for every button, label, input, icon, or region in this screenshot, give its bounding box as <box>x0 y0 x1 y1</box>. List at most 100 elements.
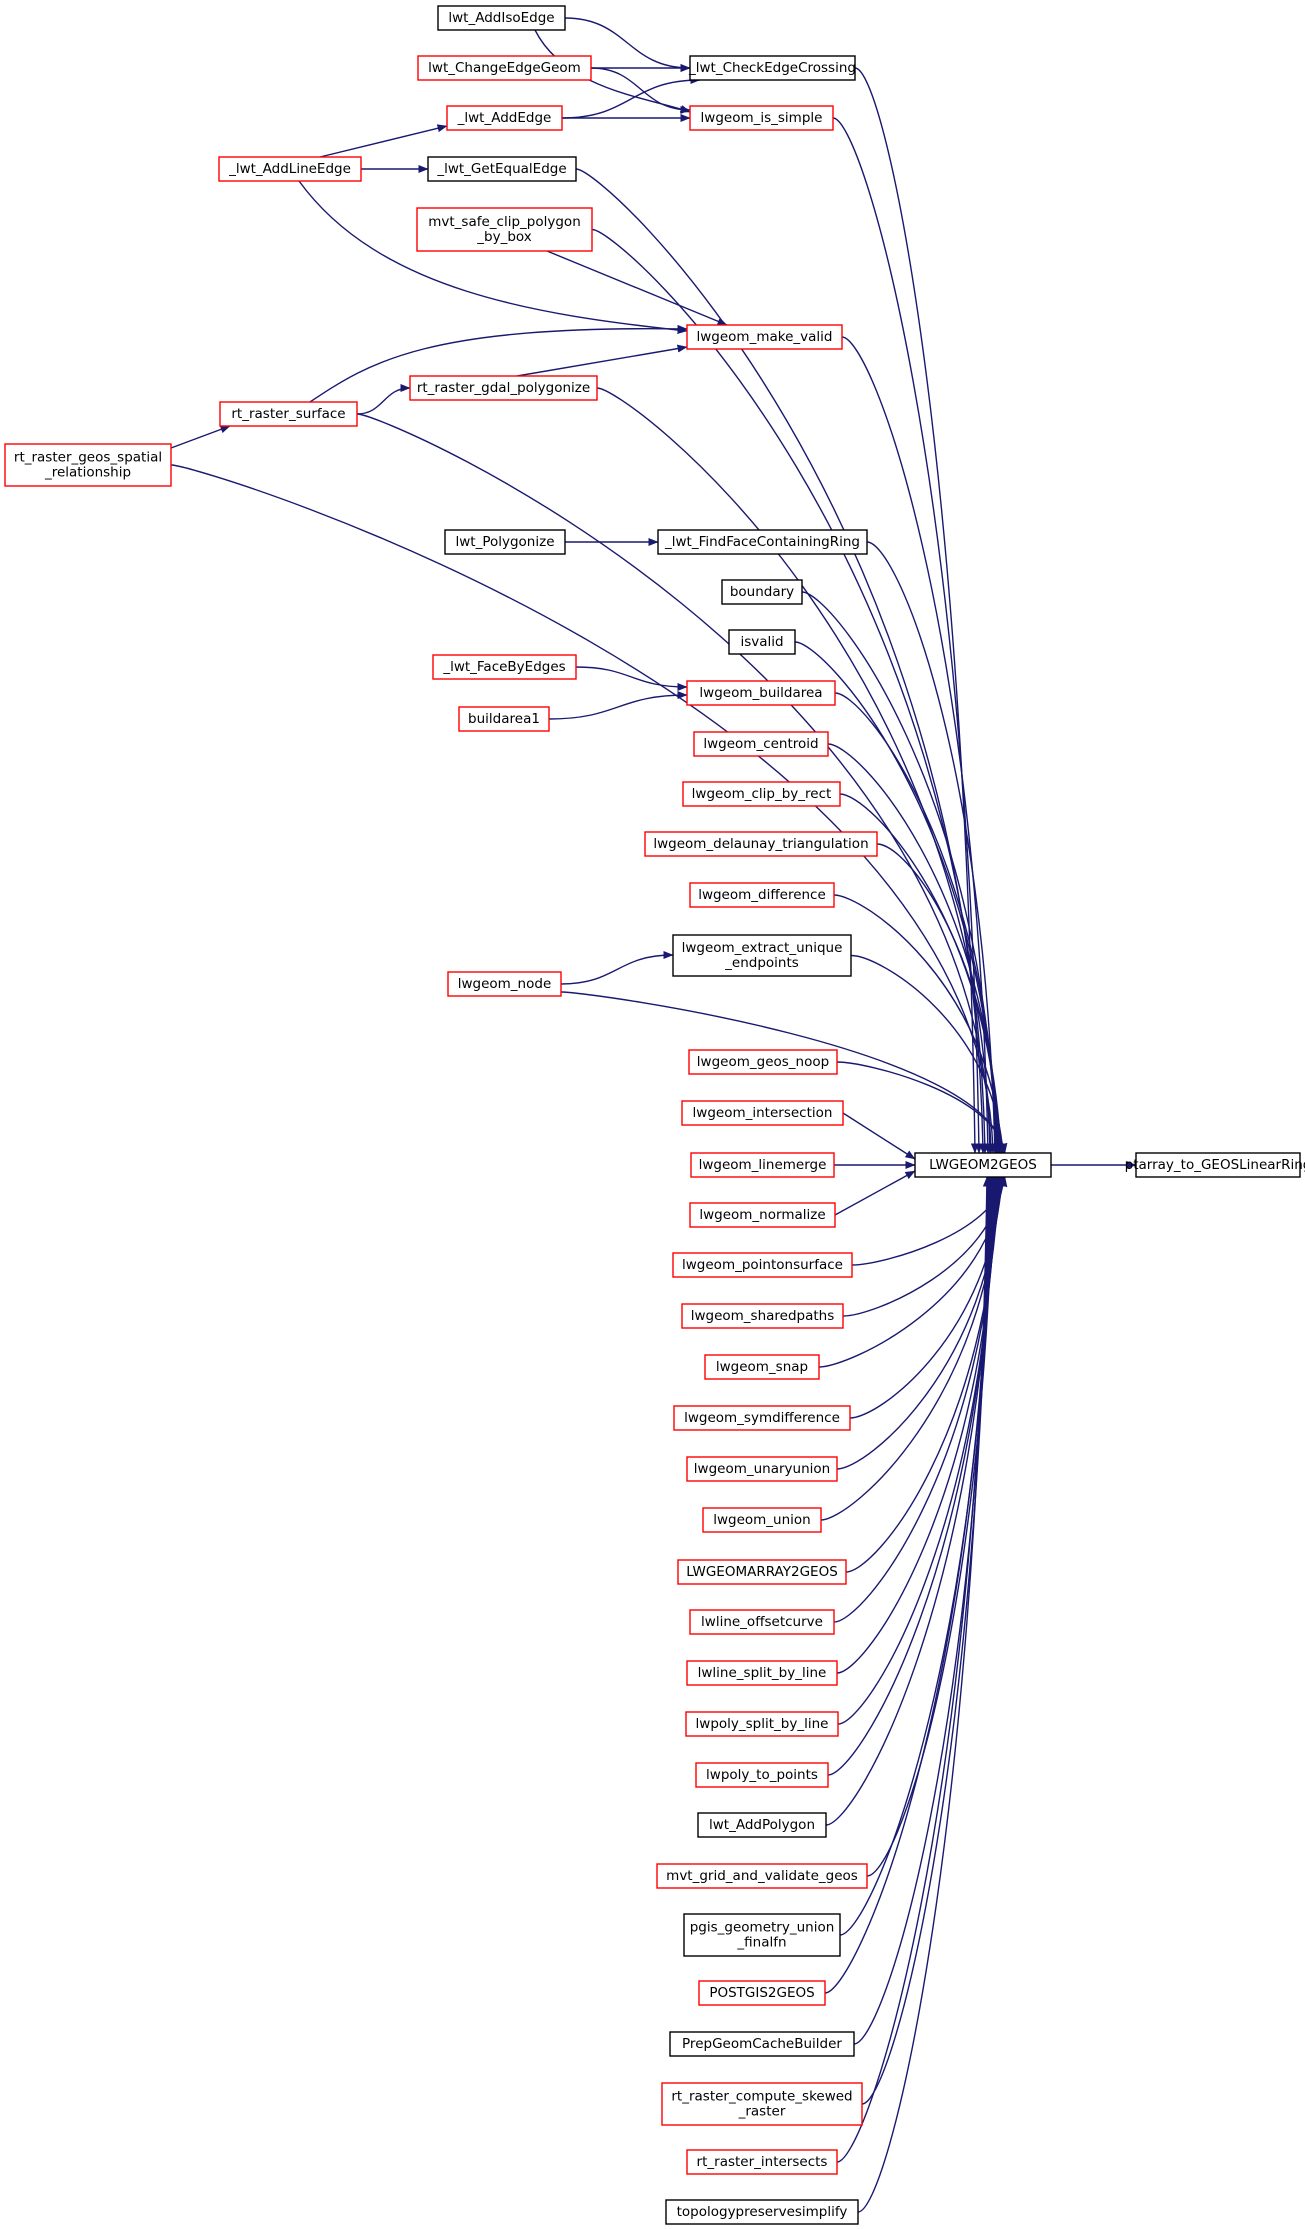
node-ptopts[interactable]: lwpoly_to_points <box>695 1762 829 1788</box>
node-box <box>665 2199 859 2225</box>
node-box <box>685 1711 839 1737</box>
node-label: rt_raster_surface <box>231 406 345 422</box>
node-simple[interactable]: lwgeom_is_simple <box>689 105 834 131</box>
node-label: lwline_offsetcurve <box>701 1614 823 1630</box>
node-facebye[interactable]: _lwt_FaceByEdges <box>432 654 577 680</box>
node-label: rt_raster_geos_spatial <box>14 450 162 466</box>
node-union[interactable]: lwgeom_union <box>702 1507 822 1533</box>
node-label: rt_raster_gdal_polygonize <box>417 380 590 396</box>
node-label: lwgeom_union <box>713 1512 811 1528</box>
edge-mvtclip-to-lw2geos <box>591 228 989 1154</box>
edge-pos-to-lw2geos <box>851 1176 1008 1266</box>
node-pos[interactable]: lwgeom_pointonsurface <box>672 1252 853 1278</box>
node-centroid[interactable]: lwgeom_centroid <box>693 731 829 757</box>
node-valid[interactable]: lwgeom_make_valid <box>686 324 843 350</box>
node-box <box>656 1863 868 1889</box>
edge-addiso-to-simple <box>534 29 691 113</box>
node-box <box>417 55 592 81</box>
node-label: _raster <box>738 2104 786 2120</box>
node-pgunion[interactable]: pgis_geometry_union_finalfn <box>683 1913 841 1957</box>
node-addline[interactable]: _lwt_AddLineEdge <box>218 156 362 182</box>
edge-geosrel-to-rsurf <box>170 425 231 449</box>
node-isvalid[interactable]: isvalid <box>728 629 796 655</box>
node-addpoly[interactable]: lwt_AddPolygon <box>697 1812 827 1838</box>
node-label: LWGEOM2GEOS <box>929 1157 1037 1173</box>
node-mvtclip[interactable]: mvt_safe_clip_polygon_by_box <box>416 207 593 252</box>
node-box <box>683 1913 841 1957</box>
node-label: lwgeom_symdifference <box>684 1410 840 1426</box>
node-shared[interactable]: lwgeom_sharedpaths <box>681 1303 844 1329</box>
edge-rinter-to-lw2geos <box>836 1176 992 2163</box>
node-psplit[interactable]: lwpoly_split_by_line <box>685 1711 839 1737</box>
node-lw2geos[interactable]: LWGEOM2GEOS <box>914 1152 1052 1178</box>
node-label: lwgeom_unaryunion <box>694 1461 830 1477</box>
node-prep[interactable]: PrepGeomCacheBuilder <box>669 2031 855 2057</box>
node-boundary[interactable]: boundary <box>721 579 803 605</box>
node-cross[interactable]: _lwt_CheckEdgeCrossing <box>688 55 856 81</box>
node-cliprect[interactable]: lwgeom_clip_by_rect <box>682 781 841 807</box>
edge-valid-to-lw2geos <box>841 336 992 1154</box>
node-delaunay[interactable]: lwgeom_delaunay_triangulation <box>644 831 878 857</box>
node-box <box>686 680 836 706</box>
edge-cliprect-to-lw2geos <box>839 793 1004 1154</box>
node-bldarea[interactable]: lwgeom_buildarea <box>686 680 836 706</box>
node-unary[interactable]: lwgeom_unaryunion <box>686 1456 838 1482</box>
node-bldarea1[interactable]: buildarea1 <box>458 706 550 732</box>
node-findface[interactable]: _lwt_FindFaceContainingRing <box>657 529 868 555</box>
node-target[interactable]: ptarray_to_GEOSLinearRing <box>1125 1152 1305 1178</box>
node-box <box>704 1354 820 1380</box>
node-box <box>702 1507 822 1533</box>
edge-diff-to-lw2geos <box>833 894 1006 1154</box>
node-label: _lwt_FindFaceContainingRing <box>664 534 860 550</box>
edge-gdalpoly-to-valid <box>516 344 688 377</box>
node-box <box>686 1660 838 1686</box>
node-gdalpoly[interactable]: rt_raster_gdal_polygonize <box>409 375 598 401</box>
node-addedge[interactable]: _lwt_AddEdge <box>446 105 563 131</box>
node-box <box>218 156 362 182</box>
node-skewed[interactable]: rt_raster_compute_skewed_raster <box>661 2082 863 2126</box>
node-normal[interactable]: lwgeom_normalize <box>689 1202 836 1228</box>
node-topo[interactable]: topologypreservesimplify <box>665 2199 859 2225</box>
node-box <box>686 1456 838 1482</box>
node-equal[interactable]: _lwt_GetEqualEdge <box>427 156 577 182</box>
node-label: rt_raster_compute_skewed <box>671 2089 852 2105</box>
edge-rsurf-to-lw2geos <box>356 413 995 1154</box>
node-snap[interactable]: lwgeom_snap <box>704 1354 820 1380</box>
node-label: mvt_safe_clip_polygon <box>428 214 581 230</box>
node-box <box>693 731 829 757</box>
edge-mvtclip-to-valid <box>546 250 728 326</box>
edge-psplit-to-lw2geos <box>837 1176 1000 1725</box>
node-box <box>689 882 835 908</box>
node-lmerge[interactable]: lwgeom_linemerge <box>690 1152 835 1178</box>
node-extract[interactable]: lwgeom_extract_unique_endpoints <box>672 934 852 977</box>
node-label: LWGEOMARRAY2GEOS <box>686 1564 838 1580</box>
node-diff[interactable]: lwgeom_difference <box>689 882 835 908</box>
node-label: _finalfn <box>736 1935 786 1951</box>
node-mvtgrid[interactable]: mvt_grid_and_validate_geos <box>656 1863 868 1889</box>
node-label: lwpoly_split_by_line <box>696 1716 829 1732</box>
node-addiso[interactable]: lwt_AddIsoEdge <box>437 5 566 31</box>
node-box <box>432 654 577 680</box>
node-node[interactable]: lwgeom_node <box>447 971 562 997</box>
node-marray[interactable]: LWGEOMARRAY2GEOS <box>677 1559 847 1585</box>
node-layer: ptarray_to_GEOSLinearRing LWGEOM2GEOS lwt_… <box>4 5 1305 2225</box>
node-box <box>672 934 852 977</box>
node-box <box>681 1100 844 1126</box>
node-chgeg[interactable]: lwt_ChangeEdgeGeom <box>417 55 592 81</box>
node-rsurf[interactable]: rt_raster_surface <box>219 401 358 427</box>
node-noop[interactable]: lwgeom_geos_noop <box>688 1049 838 1075</box>
edge-node-to-lw2geos <box>560 991 1008 1154</box>
node-label: lwgeom_geos_noop <box>697 1054 829 1070</box>
node-polyg[interactable]: lwt_Polygonize <box>444 529 566 555</box>
node-pg2geos[interactable]: POSTGIS2GEOS <box>698 1980 826 2006</box>
node-symdiff[interactable]: lwgeom_symdifference <box>673 1405 851 1431</box>
node-box <box>689 1609 835 1635</box>
node-geosrel[interactable]: rt_raster_geos_spatial_relationship <box>4 443 172 487</box>
node-label: boundary <box>730 584 794 600</box>
node-rinter[interactable]: rt_raster_intersects <box>686 2149 838 2175</box>
node-lsplit[interactable]: lwline_split_by_line <box>686 1660 838 1686</box>
node-box <box>458 706 550 732</box>
node-label: lwline_split_by_line <box>698 1665 827 1681</box>
node-offset[interactable]: lwline_offsetcurve <box>689 1609 835 1635</box>
node-inter[interactable]: lwgeom_intersection <box>681 1100 844 1126</box>
